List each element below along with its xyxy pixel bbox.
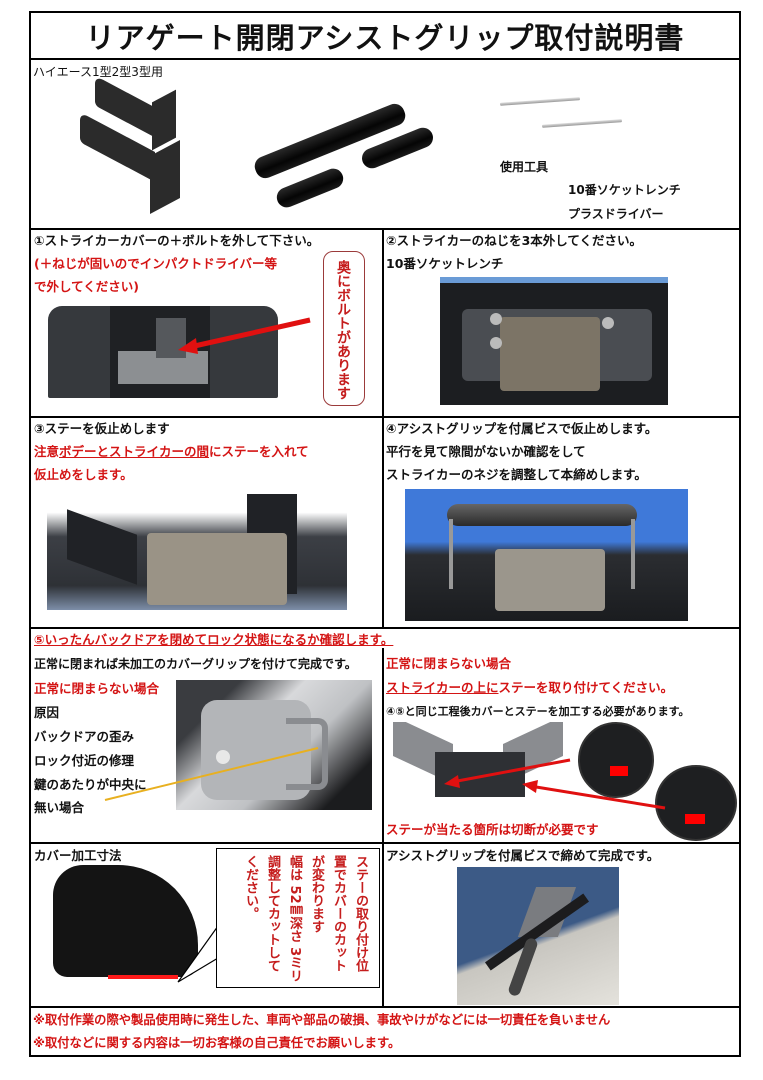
page-title: リアゲート開閉アシストグリップ取付説明書 — [85, 21, 685, 55]
door-latch-photo — [176, 680, 372, 810]
callout-line-4: 幅は 52㎜深さ 3ミリ — [287, 855, 302, 983]
divider-row1 — [29, 228, 741, 230]
step1-note-line1: (＋ねじが固いのでインパクトドライバー等 — [34, 256, 277, 271]
tool-item-socket: 10番ソケットレンチ — [568, 183, 681, 197]
cover-photo — [53, 865, 203, 983]
document-frame — [29, 11, 741, 1057]
step3-warning: 注意ボデーとストライカーの間にステーを入れて — [34, 444, 309, 460]
step5-cause-1: バックドアの歪み — [34, 729, 135, 744]
callout-line-2: 置でカバーのカット — [331, 855, 346, 972]
disclaimer-line1: ※取付作業の際や製品使用時に発生した、車両や部品の破損、事故やけがなどには一切責… — [33, 1013, 611, 1027]
step1-title: ①ストライカーカバーの＋ボルトを外して下さい。 — [34, 233, 320, 248]
step3-title: ③ステーを仮止めします — [34, 421, 170, 436]
divider-row4 — [29, 842, 741, 844]
striker-cover-photo — [48, 306, 278, 398]
striker-photo — [440, 277, 668, 405]
zoom-circle-2 — [655, 765, 737, 841]
stay-on-striker-photo — [385, 722, 570, 802]
step4-line1: ④アシストグリップを付属ビスで仮止めします。 — [386, 421, 658, 436]
step3-warning-line2: 仮止めをします。 — [34, 467, 133, 482]
step5-cause-4: 無い場合 — [34, 800, 85, 815]
step5-left-heading: 正常に閉まらない場合 — [34, 681, 160, 696]
step5-right-heading: 正常に閉まらない場合 — [386, 656, 512, 671]
red-arrows-icon — [444, 758, 666, 810]
cover-dims-title: カバー加工寸法 — [34, 848, 122, 863]
step5-header: ⑤いったんバックドアを閉めてロック状態になるか確認します。 — [34, 632, 394, 647]
step4-line3: ストライカーのネジを調整して本締めします。 — [386, 467, 647, 482]
callout-line-3: が変わります — [309, 855, 324, 933]
tool-item-screwdriver: プラスドライバー — [568, 207, 664, 221]
callout-pointer-icon — [177, 925, 219, 983]
cover-dims-callout: ステーの取り付け位 置でカバーのカット が変わります 幅は 52㎜深さ 3ミリ … — [216, 848, 380, 988]
step3-warn-suffix: にステーを入れて — [209, 444, 309, 459]
divider-row2 — [29, 416, 741, 418]
tools-heading: 使用工具 — [500, 160, 549, 174]
column-divider-top — [382, 229, 384, 628]
step5-right-instruction: ストライカーの上にステーを取り付けてください。 — [386, 680, 673, 696]
callout-line-1: ステーの取り付け位 — [353, 855, 368, 972]
step3-warn-prefix: 注意 — [34, 444, 60, 459]
yellow-pointer-arrow-icon — [104, 747, 319, 801]
divider-title — [29, 58, 741, 60]
finished-grip-photo — [457, 867, 619, 1005]
step3-warn-underlined: ボデーとストライカーの間 — [59, 444, 210, 459]
step5-cut-label: ステーが当たる箇所は切断が必要です — [386, 822, 599, 837]
callout-line-6: ください。 — [243, 855, 258, 920]
callout-line-5: 調整してカットして — [265, 855, 280, 972]
step5-cause-label: 原因 — [34, 705, 60, 720]
zoom-circle-1 — [578, 722, 654, 798]
step2-title: ②ストライカーのねじを3本外してください。 — [386, 233, 643, 248]
step2-tool: 10番ソケットレンチ — [386, 256, 504, 271]
divider-row3 — [29, 627, 741, 629]
step5-left-line1: 正常に閉まれば未加工のカバーグリップを付けて完成です。 — [34, 657, 357, 671]
stay-temp-install-photo — [47, 488, 347, 610]
assist-grip-temp-photo — [405, 489, 688, 621]
model-label: ハイエース1型2型3型用 — [33, 65, 163, 79]
red-arrow-icon — [178, 317, 311, 354]
disclaimer-line2: ※取付などに関する内容は一切お客様の自己責任でお願いします。 — [33, 1036, 401, 1050]
step1-note-line2: で外してください) — [34, 279, 139, 294]
step5-right-underlined: ストライカーの上に — [386, 680, 499, 695]
column-divider-bottom — [382, 648, 384, 1007]
step4-line2: 平行を見て隙間がないか確認をして — [386, 444, 586, 459]
step5-cause-2: ロック付近の修理 — [34, 753, 135, 768]
step5-cause-3: 鍵のあたりが中央に — [34, 777, 147, 792]
divider-row5 — [29, 1006, 741, 1008]
step5-right-note: ④⑤と同じ工程後カバーとステーを加工する必要があります。 — [386, 705, 690, 718]
step5-right-suffix: ステーを取り付けてください。 — [498, 680, 674, 695]
final-title: アシストグリップを付属ビスで締めて完成です。 — [386, 848, 660, 863]
step1-callout: 奥にボルトがあります — [323, 251, 365, 406]
